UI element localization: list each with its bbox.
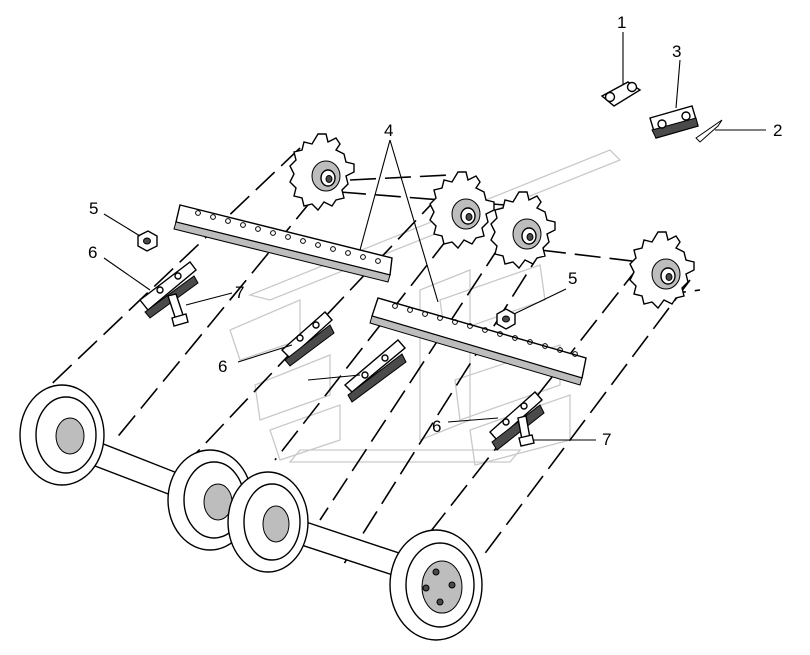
chain-link-middle-a bbox=[280, 311, 335, 367]
leader-lines bbox=[103, 32, 766, 441]
background-watermark bbox=[229, 149, 622, 466]
sprocket-4 bbox=[629, 231, 695, 310]
nut-left bbox=[137, 230, 158, 252]
chain-link-middle-b bbox=[343, 339, 407, 403]
chain-link-upper-left bbox=[139, 261, 199, 319]
callout-labels: 1 3 2 4 5 6 7 5 6 6 7 bbox=[88, 13, 782, 449]
callout-7-right: 7 bbox=[602, 430, 611, 449]
shaft-right bbox=[227, 471, 483, 641]
guide-rail-right bbox=[369, 297, 587, 386]
connecting-link-assembly bbox=[649, 105, 699, 139]
sprocket-1 bbox=[289, 133, 355, 212]
callout-4: 4 bbox=[384, 121, 393, 140]
bolt-right bbox=[517, 415, 535, 447]
assembly-guide-lines bbox=[39, 147, 701, 571]
callout-3: 3 bbox=[672, 42, 681, 61]
bolt-left bbox=[167, 293, 189, 327]
chain-link-lower-right bbox=[489, 391, 545, 451]
callout-7-left: 7 bbox=[235, 283, 244, 302]
callout-6-right: 6 bbox=[432, 417, 441, 436]
nut-right bbox=[496, 308, 516, 330]
shaft-left bbox=[19, 384, 253, 551]
callout-1: 1 bbox=[617, 13, 626, 32]
callout-6-left: 6 bbox=[88, 243, 97, 262]
sprocket-3 bbox=[490, 191, 556, 270]
callout-2: 2 bbox=[773, 121, 782, 140]
callout-5-right: 5 bbox=[568, 269, 577, 288]
guide-rail-left bbox=[173, 204, 393, 283]
connecting-link-plate bbox=[600, 81, 642, 107]
callout-6-middle: 6 bbox=[218, 357, 227, 376]
callout-5-left: 5 bbox=[89, 199, 98, 218]
sprocket-2 bbox=[429, 171, 495, 250]
spring-clip bbox=[695, 119, 723, 143]
